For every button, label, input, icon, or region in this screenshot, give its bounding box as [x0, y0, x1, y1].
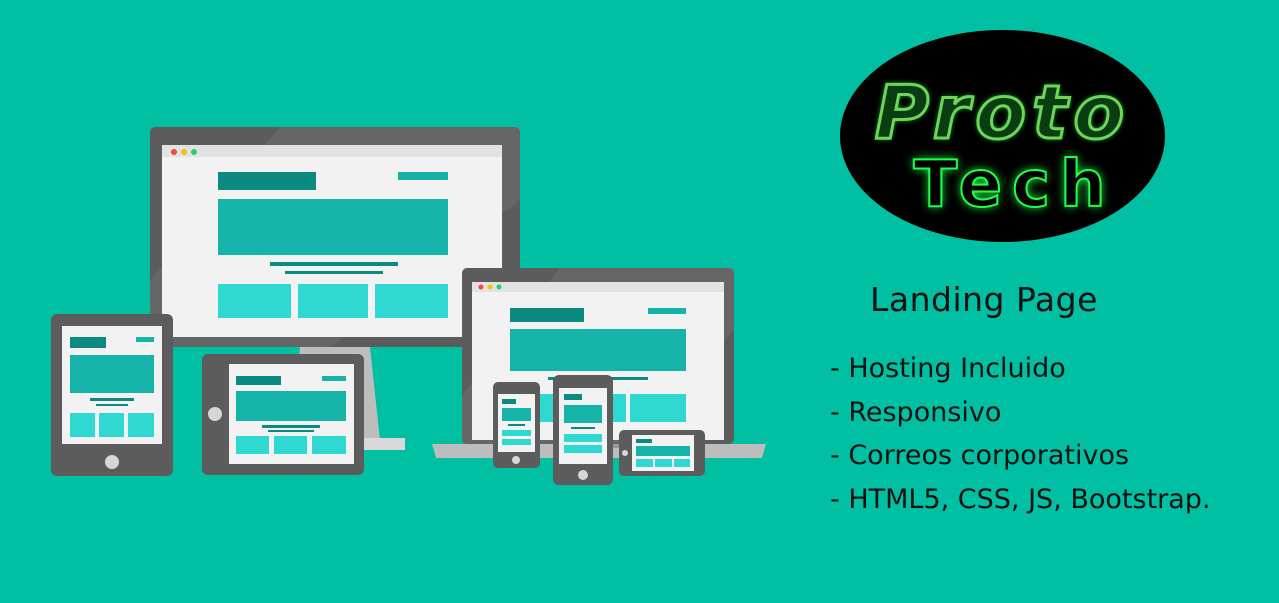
- feature-list: - Hosting Incluido - Responsivo - Correo…: [830, 347, 1270, 521]
- phone-large-icon: [553, 375, 613, 485]
- feature-item-email: - Correos corporativos: [830, 440, 1130, 471]
- phone-icon: [493, 382, 540, 468]
- phone-landscape-icon: [619, 430, 705, 476]
- feature-item-hosting: - Hosting Incluido: [830, 353, 1066, 384]
- page-title: Landing Page: [870, 280, 1098, 319]
- responsive-devices-illustration: [51, 127, 766, 485]
- logo-line-proto: Proto: [873, 69, 1131, 158]
- info-panel: Landing Page - Hosting Incluido - Respon…: [830, 280, 1270, 521]
- prototech-logo: Proto Tech: [840, 30, 1165, 242]
- feature-item-responsive: - Responsivo: [830, 396, 1002, 428]
- logo-line-tech: Tech: [912, 147, 1116, 223]
- tablet-icon: [51, 314, 173, 476]
- feature-item-tech-stack: - HTML5, CSS, JS, Bootstrap.: [830, 483, 1211, 515]
- tablet-landscape-icon: [202, 354, 364, 475]
